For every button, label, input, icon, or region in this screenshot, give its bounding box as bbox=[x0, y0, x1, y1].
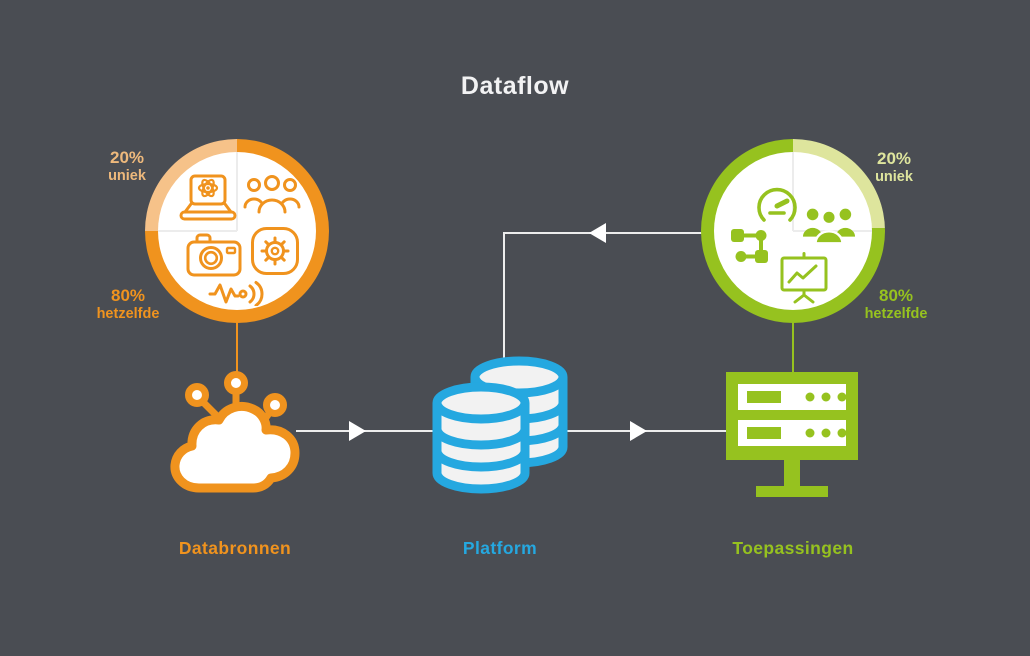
presentation-chart-icon bbox=[778, 252, 830, 306]
flowchart-icon bbox=[730, 222, 774, 266]
flow-line-sources-to-platform bbox=[296, 430, 446, 432]
applications-donut-chart bbox=[701, 139, 885, 323]
applications-same-label: 80% hetzelfde bbox=[864, 286, 928, 322]
sources-unique-label: 20% uniek bbox=[108, 148, 146, 184]
donut-divider bbox=[792, 152, 794, 231]
camera-icon bbox=[185, 230, 243, 278]
flow-line-platform-to-applications bbox=[566, 430, 728, 432]
return-line-vertical bbox=[503, 232, 505, 360]
applications-donut-inner bbox=[714, 152, 872, 310]
database-icon bbox=[432, 355, 574, 515]
sources-donut-inner bbox=[158, 152, 316, 310]
server-icon bbox=[722, 370, 862, 498]
applications-unique-label: 20% uniek bbox=[875, 149, 913, 185]
speedometer-icon bbox=[752, 180, 802, 230]
donut-divider bbox=[158, 230, 237, 232]
sources-label: Databronnen bbox=[178, 538, 292, 558]
applications-label: Toepassingen bbox=[732, 538, 854, 558]
sources-donut-chart bbox=[145, 139, 329, 323]
platform-label: Platform bbox=[462, 538, 538, 558]
arrow-right-icon bbox=[349, 421, 366, 441]
audio-wave-icon bbox=[208, 280, 268, 306]
sources-stem-line bbox=[236, 322, 238, 380]
team-icon bbox=[802, 202, 856, 250]
applications-stem-line bbox=[792, 322, 794, 374]
settings-gear-icon bbox=[250, 226, 300, 276]
user-group-icon bbox=[243, 172, 301, 220]
cloud-network-icon bbox=[165, 364, 307, 504]
diagram-title: Dataflow bbox=[460, 72, 570, 100]
arrow-left-icon bbox=[589, 223, 606, 243]
laptop-ai-icon bbox=[176, 172, 240, 224]
donut-divider bbox=[236, 152, 238, 231]
sources-same-label: 80% hetzelfde bbox=[96, 286, 160, 322]
arrow-right-icon bbox=[630, 421, 647, 441]
